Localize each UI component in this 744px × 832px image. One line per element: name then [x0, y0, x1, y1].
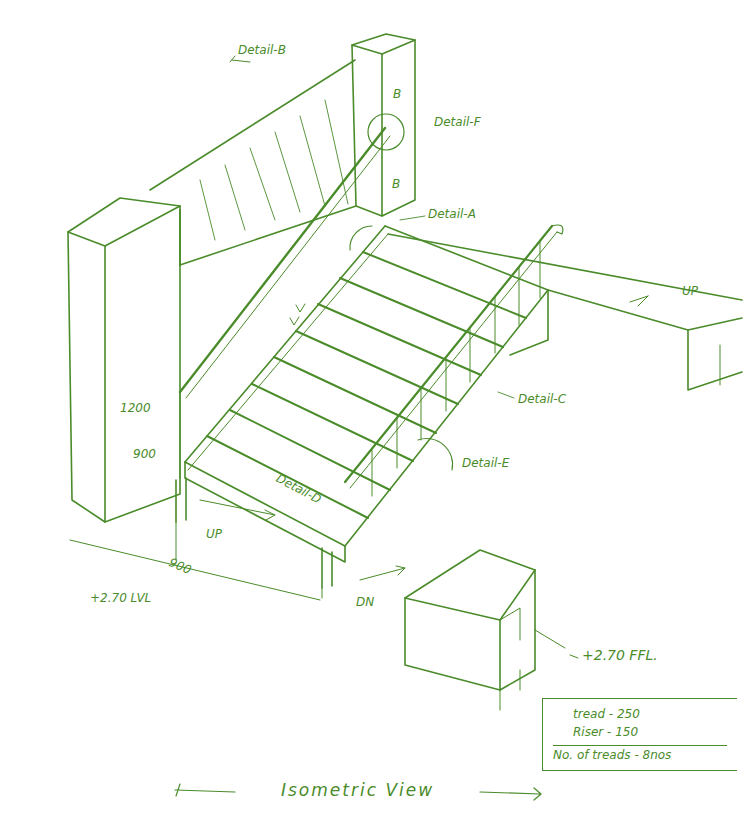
drawing-label: +2.70 LVL: [90, 592, 151, 605]
drawing-label: Detail-F: [434, 116, 481, 129]
drawing-label: UP: [682, 285, 698, 298]
drawing-label: Detail-A: [428, 208, 476, 221]
drawing-label: Detail-D: [274, 472, 323, 507]
drawing-label: 1200: [120, 402, 151, 415]
drawing-label: B: [393, 88, 401, 101]
view-caption: Isometric View: [281, 780, 434, 800]
note-text: tread - 250: [553, 705, 727, 723]
drawing-label: DN: [356, 596, 374, 609]
drawing-label: +2.70 FFL.: [582, 648, 658, 663]
drawing-label: 900: [133, 448, 156, 461]
drawing-label: B: [392, 178, 400, 191]
note-text: Riser - 150: [553, 723, 727, 741]
drawing-label: UP: [206, 528, 222, 541]
drawing-label: Detail-E: [462, 457, 509, 470]
drawing-label: 900: [167, 556, 193, 577]
note-text: No. of treads - 8nos: [553, 745, 727, 764]
drawing-label: Detail-C: [518, 393, 566, 406]
note-box: tread - 250Riser - 150No. of treads - 8n…: [542, 698, 737, 771]
drawing-label: Detail-B: [238, 44, 286, 57]
